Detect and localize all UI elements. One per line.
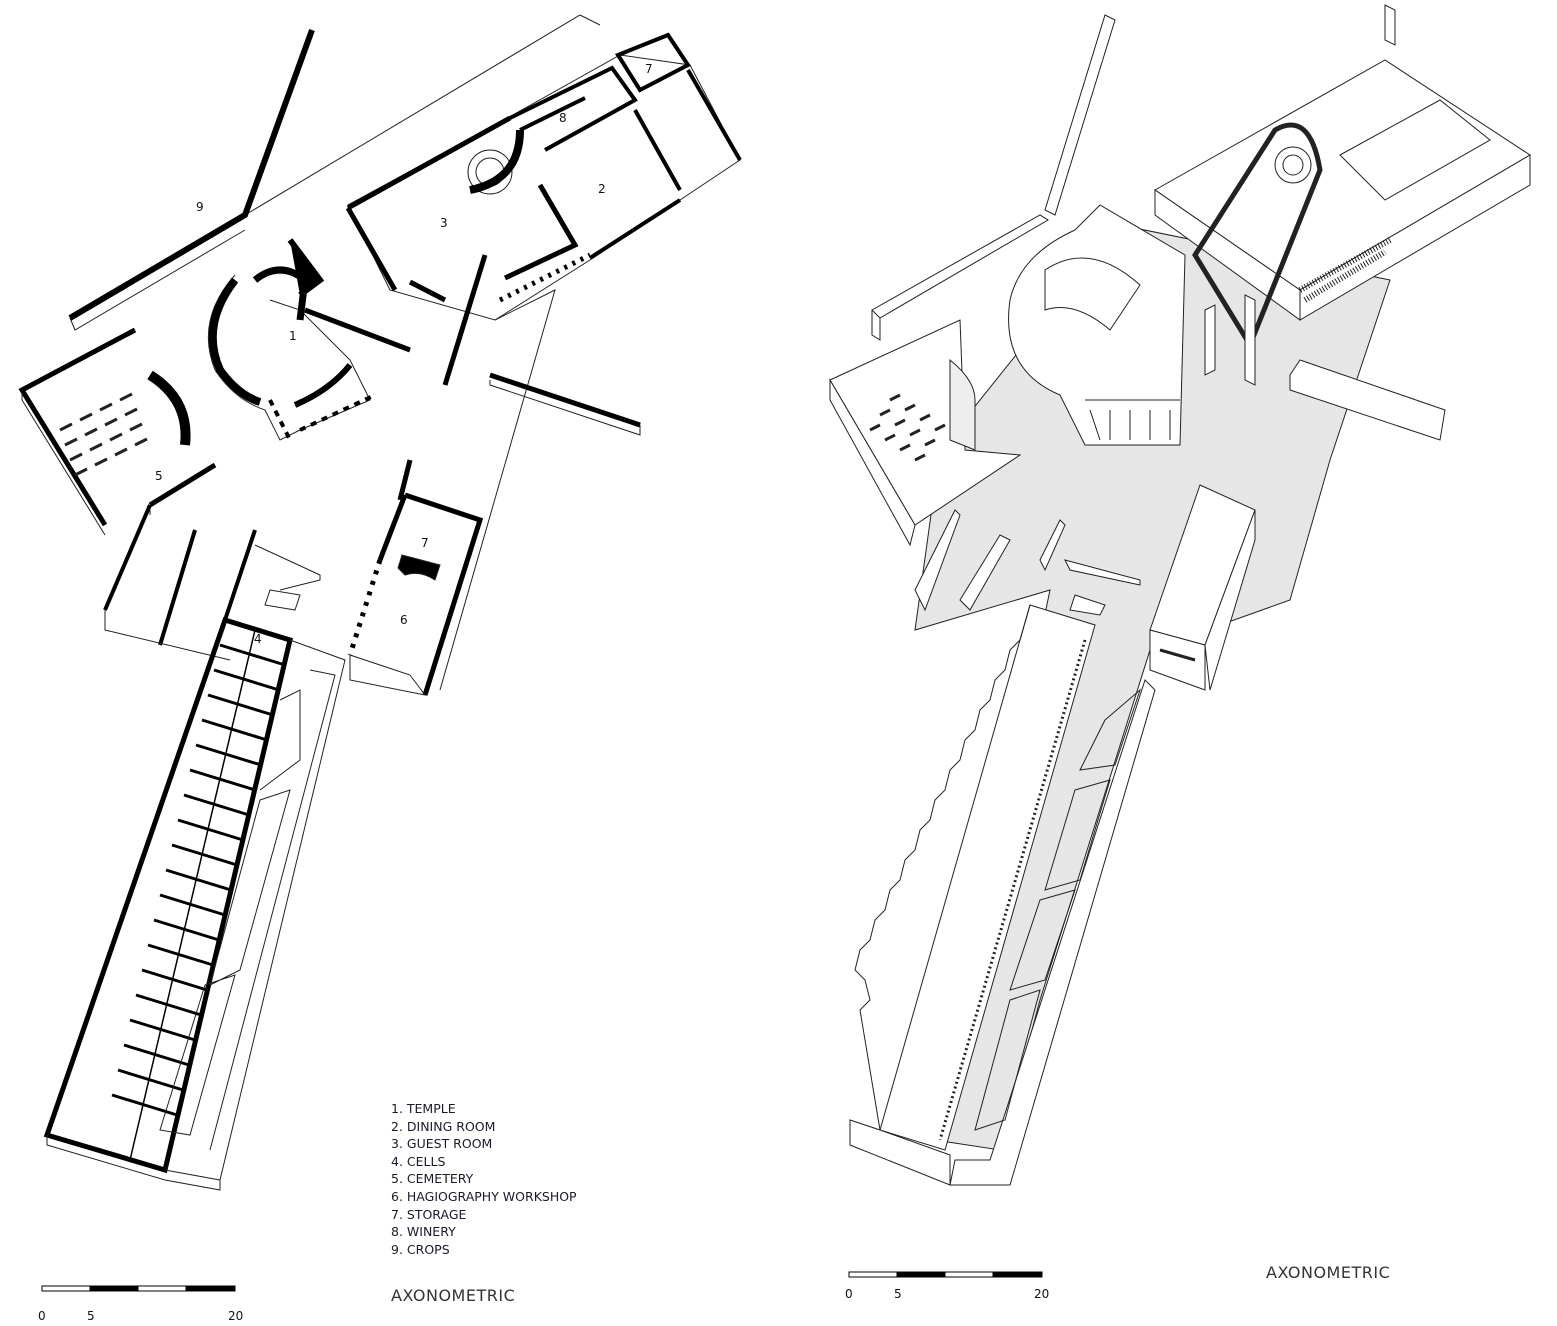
- right-title: AXONOMETRIC: [1266, 1263, 1391, 1282]
- legend-item: 8. WINERY: [391, 1224, 456, 1240]
- label-guest: 3: [440, 216, 448, 230]
- dining-colonnade: [498, 252, 592, 303]
- spiral-stair: [467, 149, 513, 195]
- legend-item: 1. TEMPLE: [391, 1101, 456, 1116]
- legend-item: 6. HAGIOGRAPHY WORKSHOP: [391, 1188, 577, 1204]
- scale-bar-right: [848, 1271, 1043, 1278]
- scale-left-tick-20: 20: [228, 1309, 243, 1323]
- site-boundary: [69, 14, 601, 691]
- right-axonometric: [829, 4, 1531, 1186]
- storage-top-walls: [588, 32, 742, 260]
- garden-mass: [949, 679, 1156, 1186]
- label-cells: 4: [254, 632, 262, 646]
- winery-walls: [509, 65, 638, 152]
- cells-sawtooth: [854, 604, 1031, 1131]
- label-winery: 8: [559, 111, 567, 125]
- cells-block: [43, 616, 293, 1174]
- scale-left-tick-5: 5: [87, 1309, 95, 1323]
- label-workshop: 6: [400, 613, 408, 627]
- entrance-walls: [103, 504, 257, 646]
- free-wall-center: [442, 254, 488, 386]
- legend-item: 5. CEMETERY: [391, 1171, 474, 1187]
- guest-dining-building: [347, 54, 741, 321]
- scale-left-tick-0: 0: [38, 1309, 46, 1323]
- label-crops: 9: [196, 200, 204, 214]
- cemetery-graves: [59, 392, 148, 477]
- scale-right-tick-5: 5: [894, 1287, 902, 1301]
- label-storage-a: 7: [645, 62, 653, 76]
- workshop-walls: [377, 459, 484, 696]
- legend-item: 7. STORAGE: [391, 1206, 467, 1222]
- legend-item: 9. CROPS: [391, 1241, 450, 1257]
- free-wall-mass-1: [1244, 294, 1256, 386]
- label-cemetery: 5: [155, 469, 163, 483]
- scale-right-tick-0: 0: [845, 1287, 853, 1301]
- free-wall-east: [489, 372, 641, 428]
- room-legend: 1. TEMPLE 2. DINING ROOM 3. GUEST ROOM 4…: [391, 1100, 577, 1258]
- legend-item: 4. CELLS: [391, 1153, 446, 1169]
- free-wall-mass-2: [1289, 359, 1446, 441]
- cemetery-walls: [18, 327, 217, 527]
- scale-right-tick-20: 20: [1034, 1287, 1049, 1301]
- crops-wall: [68, 28, 315, 321]
- room-labels: 1 2 3 4 5 6 7 7 8 9: [155, 62, 653, 646]
- temple-walls: [207, 274, 371, 441]
- garden-strip: [159, 639, 346, 1181]
- dining-colonnade-mass: [1298, 237, 1392, 303]
- left-plan: [18, 14, 742, 1191]
- crops-wall-mass: [871, 14, 1116, 341]
- cells-mass: [879, 604, 1096, 1151]
- legend-item: 2. DINING ROOM: [391, 1118, 496, 1134]
- label-temple: 1: [289, 329, 297, 343]
- label-dining: 2: [598, 182, 606, 196]
- stair-triangle: [1192, 122, 1323, 351]
- cell-partitions: [111, 629, 286, 1161]
- label-storage-b: 7: [421, 536, 429, 550]
- left-title: AXONOMETRIC: [391, 1286, 516, 1305]
- legend-item: 3. GUEST ROOM: [391, 1136, 493, 1152]
- guest-room-walls: [345, 115, 579, 303]
- scale-bar-left: [41, 1285, 236, 1292]
